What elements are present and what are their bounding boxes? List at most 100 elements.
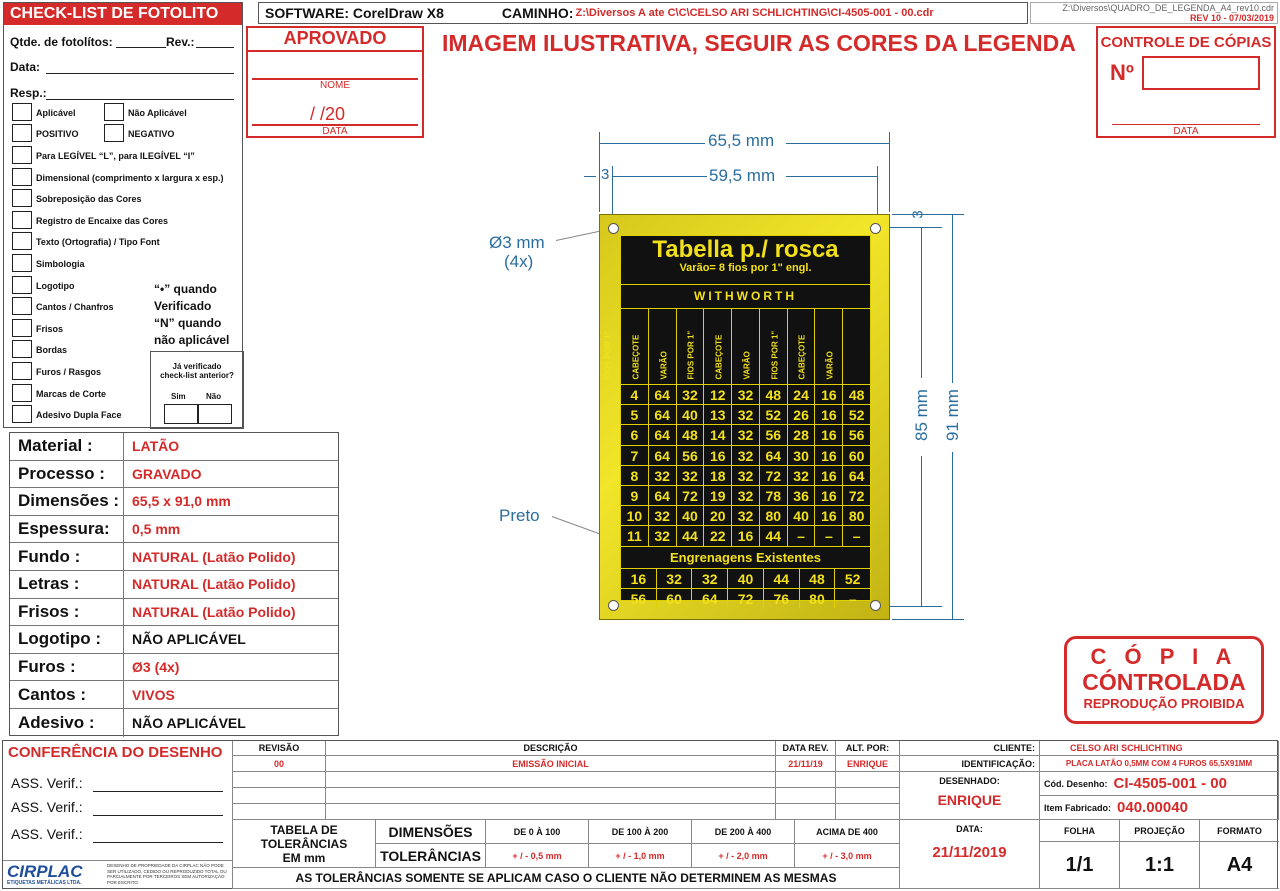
plate-cell: 9 xyxy=(621,485,649,506)
nao-checkbox[interactable] xyxy=(198,404,232,424)
revisao-empty-1 xyxy=(233,772,326,788)
checklist-checkbox[interactable] xyxy=(12,340,32,359)
dim-h-outer-line-t xyxy=(952,215,953,383)
plate-cell: 12 xyxy=(704,385,733,405)
item-fabricado-cell: Item Fabricado: 040.00040 xyxy=(1040,796,1279,820)
plate-header-cell: VARÃO xyxy=(826,309,870,384)
plate-engr-cell: – xyxy=(848,590,857,607)
plate-engr-cell: 80 xyxy=(800,588,836,608)
material-key: Cantos : xyxy=(10,681,124,708)
identificacao-label: IDENTIFICAÇÃO: xyxy=(900,756,1040,772)
ja-verificado-box: Já verificado check-list anterior? Sim N… xyxy=(150,351,244,429)
logo-section: CIRPLAC ETIQUETAS METÁLICAS LTDA. DESENH… xyxy=(3,860,233,889)
hole-bottom-left xyxy=(608,600,619,611)
checklist-checkbox[interactable] xyxy=(12,383,32,402)
material-value: 0,5 mm xyxy=(132,521,181,538)
ass-line-2 xyxy=(93,815,223,816)
plate-cell: 32 xyxy=(732,485,760,506)
plate-header-cell: FIOS POR 1" xyxy=(604,309,649,384)
negativo-checkbox[interactable] xyxy=(104,124,124,142)
plate-engr-cell: 44 xyxy=(764,568,800,588)
plate-cell: 72 xyxy=(677,485,705,506)
plate-cell: 16 xyxy=(815,385,844,405)
plate-cell: 80 xyxy=(760,506,788,526)
checklist-checkbox[interactable] xyxy=(12,362,32,380)
plate-cell: 32 xyxy=(649,465,677,485)
sim-checkbox[interactable] xyxy=(164,404,198,424)
plate-cell: 32 xyxy=(649,526,677,546)
plate-cell: – xyxy=(788,526,816,546)
plate-cell: 32 xyxy=(732,465,760,485)
material-value: NATURAL (Latão Polido) xyxy=(132,603,296,620)
plate-engr-cell: 32 xyxy=(692,568,729,588)
dim-offset-left: 3 xyxy=(601,166,610,183)
aplicavel-label: Aplicável xyxy=(36,108,76,118)
desenhado-cell: DESENHADO: ENRIQUE xyxy=(900,772,1040,820)
ass-line-3 xyxy=(93,842,223,843)
tolerance-range: DE 200 À 400 xyxy=(692,820,795,844)
checklist-checkbox[interactable] xyxy=(12,254,32,272)
preto-label: Preto xyxy=(499,506,540,525)
data-line xyxy=(252,124,418,126)
material-key: Material : xyxy=(10,433,124,460)
plate-header-cell: VARÃO xyxy=(742,309,788,384)
plate-cell: 72 xyxy=(848,487,865,504)
imagem-note: IMAGEM ILUSTRATIVA, SEGUIR AS CORES DA L… xyxy=(442,30,1076,56)
dim-ext-inner-right xyxy=(877,166,878,214)
checklist-checkbox[interactable] xyxy=(12,275,32,294)
revisao-value: 00 xyxy=(233,756,326,772)
nao-aplicavel-label: Não Aplicável xyxy=(128,108,187,118)
title-block: CONFERÊNCIA DO DESENHO ASS. Verif.: ASS.… xyxy=(2,740,1279,889)
dim-hole: Ø3 mm xyxy=(489,233,545,252)
checklist-checkbox[interactable] xyxy=(12,297,32,316)
rev-label: Rev.: xyxy=(166,35,195,49)
nao-aplicavel-checkbox[interactable] xyxy=(104,103,124,121)
dim-height-outer: 91 mm xyxy=(942,389,962,441)
positivo-checkbox[interactable] xyxy=(12,124,32,142)
checklist-checkbox[interactable] xyxy=(12,146,32,164)
data-label-bottom: DATA: xyxy=(956,824,983,834)
plate-cell: 20 xyxy=(704,506,733,526)
cod-desenho-label: Cód. Desenho: xyxy=(1044,778,1108,789)
plate-engr-title: Engrenagens Existentes xyxy=(621,545,870,568)
checklist-checkbox[interactable] xyxy=(12,405,32,424)
tolerance-value: + / - 1,0 mm xyxy=(589,844,692,868)
aplicavel-checkbox[interactable] xyxy=(12,103,32,121)
dim-inner-line-r xyxy=(786,176,877,177)
material-row: Logotipo :NÃO APLICÁVEL xyxy=(10,626,338,654)
checklist-checkbox[interactable] xyxy=(12,167,32,186)
item-fabricado-value: 040.00040 xyxy=(1117,799,1188,816)
material-key: Dimensões : xyxy=(10,488,124,515)
plate-cell: 16 xyxy=(815,485,844,506)
plate-cell: 64 xyxy=(649,445,677,465)
plate-cell: 48 xyxy=(848,387,865,403)
plate-cell: 56 xyxy=(760,425,788,445)
cod-desenho-cell: Cód. Desenho: CI-4505-001 - 00 xyxy=(1040,772,1279,796)
qtde-line xyxy=(116,47,166,48)
nao-label: Não xyxy=(206,392,222,401)
plate-header-text: CABEÇOTE xyxy=(714,334,724,380)
checklist-checkbox[interactable] xyxy=(12,232,32,251)
plate-header-text: FIOS POR 1" xyxy=(770,330,780,380)
material-value: NATURAL (Latão Polido) xyxy=(132,576,296,593)
cliente-value: CELSO ARI SCHLICHTING xyxy=(1040,741,1279,756)
plate-cell: 52 xyxy=(760,405,788,425)
nome-label: NOME xyxy=(320,80,350,91)
tolerance-note: AS TOLERÂNCIAS SOMENTE SE APLICAM CASO O… xyxy=(233,868,900,889)
tabela-tolerancias: TABELA DE TOLERÂNCIAS EM mm xyxy=(233,820,376,868)
folha-label: FOLHA xyxy=(1040,820,1120,842)
checklist-checkbox[interactable] xyxy=(12,189,32,208)
checklist-item-label: Logotipo xyxy=(36,280,75,291)
checklist-checkbox[interactable] xyxy=(12,210,32,229)
aprovado-date: / /20 xyxy=(310,104,346,124)
controle-number-field[interactable] xyxy=(1142,56,1260,90)
dim-h-inner-line-b xyxy=(921,456,922,606)
plate-header-cell: CABEÇOTE xyxy=(631,309,677,384)
checklist-checkbox[interactable] xyxy=(12,318,32,337)
plate-withworth: WITHWORTH xyxy=(621,284,870,308)
controle-copias-box: CONTROLE DE CÓPIAS Nº DATA xyxy=(1096,26,1276,138)
